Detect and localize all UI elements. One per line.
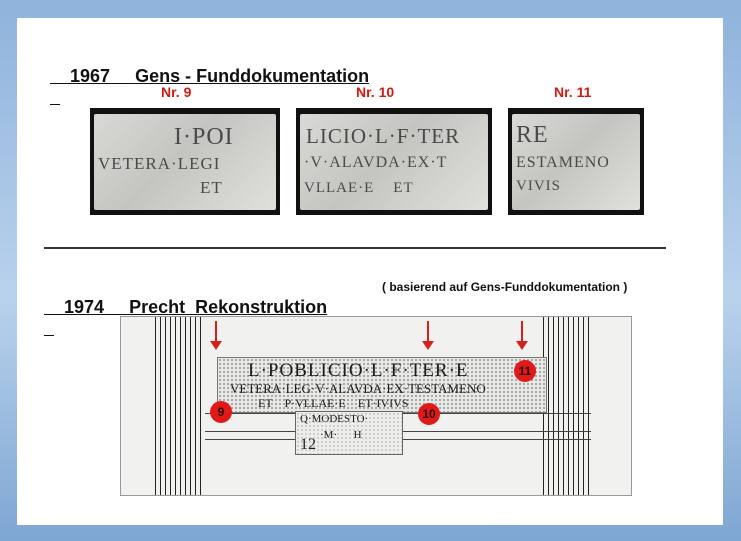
fragment-11-line-2: ESTAMENO: [516, 154, 610, 171]
top-year: 1967: [70, 66, 111, 86]
fragment-10-line-1: LICIO·L·F·TER: [306, 124, 461, 148]
inscription-line-2: VETERA·LEG·V·ALAVDA·EX·TESTAMENO: [230, 381, 486, 396]
bottom-title: Precht Rekonstruktion: [129, 297, 328, 317]
bottom-heading: 1974 Precht Rekonstruktion: [44, 276, 327, 339]
fragment-10-label: Nr. 10: [356, 84, 395, 100]
fragment-10-line-3: VLLAE·E ET: [304, 180, 414, 196]
fragment-10-photo: LICIO·L·F·TER ·V·ALAVDA·EX·T VLLAE·E ET: [296, 108, 492, 215]
lower-number: 12: [300, 436, 316, 453]
fragment-10-line-2: ·V·ALAVDA·EX·T: [304, 154, 448, 171]
lower-line-2: ·M· H: [320, 429, 362, 441]
fragment-11-line-1: RE: [516, 122, 549, 148]
inscription-tablet: L·POBLICIO·L·F·TER·E VETERA·LEG·V·ALAVDA…: [217, 357, 547, 413]
lower-tablet: Q·MODESTO· ·M· H 12: [295, 411, 403, 455]
arrow-11-marker: [516, 321, 528, 350]
slide: 1967 Gens - Funddokumentation Nr. 9 I·PO…: [17, 18, 723, 525]
arrow-9-marker: [210, 321, 222, 350]
fragment-11-label: Nr. 11: [554, 84, 592, 100]
fragment-9-line-1: I·POI: [174, 124, 234, 150]
left-column-drawing: [155, 317, 205, 495]
fragment-11-photo: RE ESTAMENO VIVIS: [508, 108, 644, 215]
top-title: Gens - Funddokumentation: [135, 66, 370, 86]
basis-note: ( basierend auf Gens-Funddokumentation ): [382, 280, 628, 294]
fragment-11-line-3: VIVIS: [516, 178, 561, 194]
inscription-line-3: ET P·VLLAE·E ET·IVIVS: [258, 396, 409, 410]
marker-11: 11: [514, 360, 536, 382]
inscription-line-1: L·POBLICIO·L·F·TER·E: [248, 360, 469, 381]
marker-9: 9: [210, 401, 232, 423]
reconstruction-drawing: L·POBLICIO·L·F·TER·E VETERA·LEG·V·ALAVDA…: [120, 316, 632, 496]
fragment-9-line-3: ET: [200, 178, 223, 197]
arrow-10-marker: [422, 321, 434, 350]
fragment-9-label: Nr. 9: [161, 84, 192, 100]
bottom-year: 1974: [64, 297, 105, 317]
divider: [44, 247, 666, 249]
right-column-drawing: [543, 317, 591, 495]
fragment-9-photo: I·POI VETERA·LEGI ET: [90, 108, 280, 215]
lower-line-1: Q·MODESTO·: [300, 413, 369, 425]
top-heading: 1967 Gens - Funddokumentation: [50, 45, 369, 108]
fragment-9-line-2: VETERA·LEGI: [98, 154, 221, 173]
marker-10: 10: [418, 403, 440, 425]
